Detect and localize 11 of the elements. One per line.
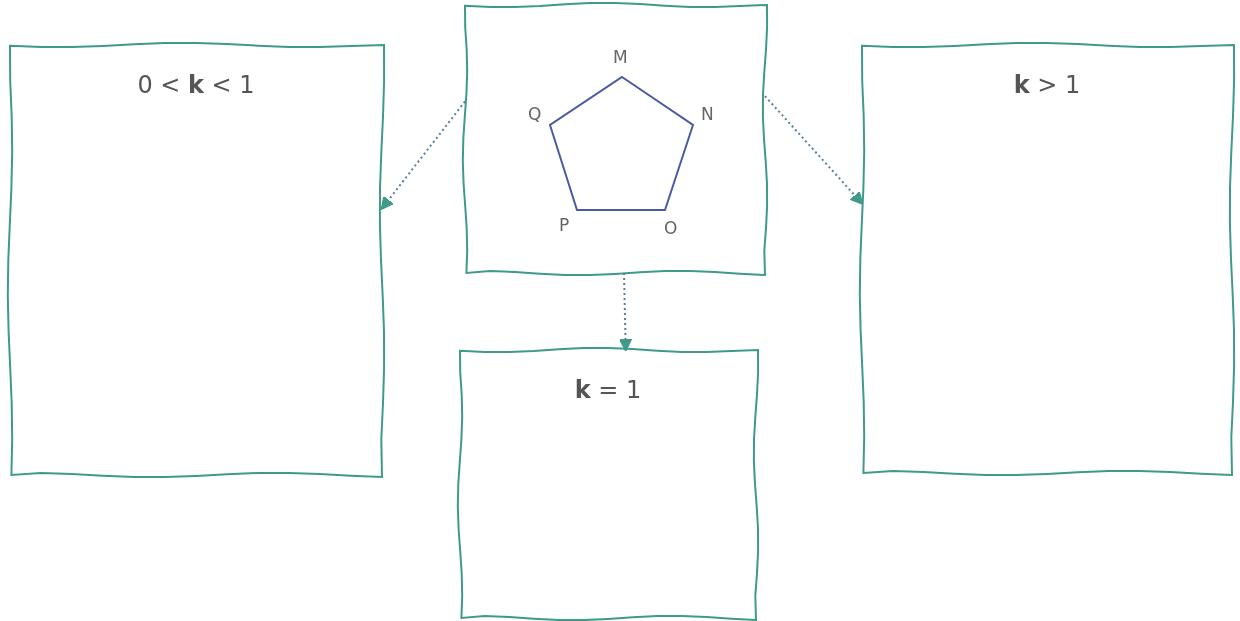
dotted-arrow (764, 95, 864, 205)
case-heading: k = 1 (574, 376, 642, 404)
vertex-label: M (613, 47, 628, 67)
case-heading: 0 < k < 1 (137, 71, 255, 99)
vertex-label: O (664, 218, 678, 238)
dotted-arrow (618, 272, 633, 352)
case-heading: k > 1 (1013, 71, 1081, 99)
vertex-label: Q (528, 104, 542, 124)
dotted-arrow (380, 100, 466, 210)
vertex-label: N (701, 104, 714, 124)
vertex-label: P (559, 215, 570, 235)
